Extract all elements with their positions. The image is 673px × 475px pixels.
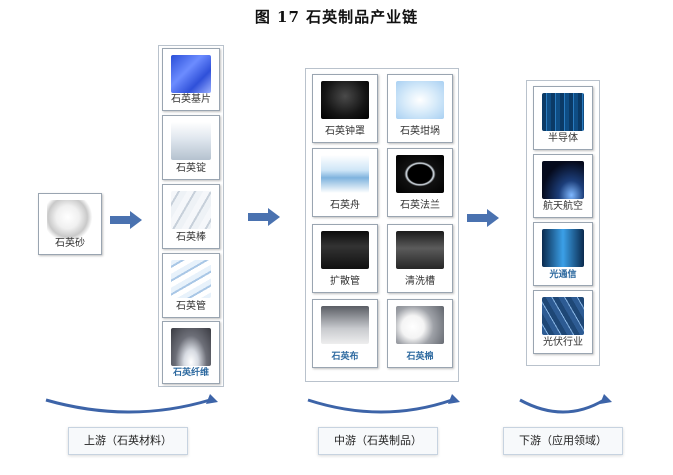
quartz-bell-jar-image	[321, 81, 369, 119]
bracket-curve	[45, 394, 218, 414]
upstream-item: 石英基片	[162, 48, 220, 111]
item-label: 石英舟	[330, 200, 360, 211]
upstream-item: 石英棒	[162, 184, 220, 249]
midstream-stage-label: 中游（石英制品）	[318, 427, 438, 455]
item-label: 石英棉	[406, 352, 434, 362]
item-label: 半导体	[548, 133, 578, 144]
diffusion-tube-image	[321, 231, 369, 269]
quartz-cloth-image	[321, 306, 369, 344]
quartz-substrate-image	[171, 55, 211, 93]
upstream-item: 石英锭	[162, 115, 220, 180]
item-label: 航天航空	[543, 201, 583, 212]
midstream-item: 扩散管	[312, 224, 378, 293]
item-label: 石英坩埚	[400, 126, 440, 137]
item-label: 光伏行业	[543, 337, 583, 348]
quartz-crucible-image	[396, 81, 444, 119]
item-label: 石英基片	[171, 94, 211, 105]
optical-communication-image	[542, 229, 584, 267]
downstream-item: 光通信	[533, 222, 593, 286]
figure-title: 图 17 石英制品产业链	[254, 8, 419, 26]
item-label: 清洗槽	[405, 276, 435, 287]
midstream-item: 石英舟	[312, 148, 378, 217]
item-label: 石英棒	[176, 232, 206, 243]
upstream-stage-label: 上游（石英材料）	[68, 427, 188, 455]
midstream-item: 石英棉	[387, 299, 453, 368]
downstream-item: 半导体	[533, 86, 593, 150]
midstream-item: 石英法兰	[387, 148, 453, 217]
quartz-sand-label: 石英砂	[55, 238, 85, 249]
bracket-curve	[519, 394, 612, 414]
midstream-item: 石英坩埚	[387, 74, 453, 143]
arrow-right-icon	[110, 211, 142, 229]
quartz-sand-image	[47, 200, 93, 238]
item-label: 光通信	[549, 270, 577, 280]
item-label: 石英布	[331, 352, 359, 362]
midstream-item: 石英钟罩	[312, 74, 378, 143]
quartz-boat-image	[321, 155, 369, 193]
upstream-item: 石英管	[162, 253, 220, 318]
item-label: 石英纤维	[172, 368, 209, 378]
item-label: 扩散管	[330, 276, 360, 287]
upstream-item: 石英纤维	[162, 321, 220, 384]
quartz-wool-image	[396, 306, 444, 344]
quartz-fiber-image	[171, 328, 211, 366]
quartz-ingot-image	[171, 122, 211, 160]
quartz-sand-card: 石英砂	[38, 193, 102, 255]
item-label: 石英法兰	[400, 200, 440, 211]
item-label: 石英管	[176, 301, 206, 312]
photovoltaic-image	[542, 297, 584, 335]
downstream-stage-label: 下游（应用领域）	[503, 427, 623, 455]
downstream-item: 光伏行业	[533, 290, 593, 354]
quartz-rod-image	[171, 191, 211, 229]
midstream-item: 石英布	[312, 299, 378, 368]
arrow-right-icon	[467, 209, 499, 227]
midstream-item: 清洗槽	[387, 224, 453, 293]
item-label: 石英钟罩	[325, 126, 365, 137]
quartz-flange-image	[396, 155, 444, 193]
quartz-tube-image	[171, 260, 211, 298]
downstream-item: 航天航空	[533, 154, 593, 218]
arrow-right-icon	[248, 208, 280, 226]
item-label: 石英锭	[176, 163, 206, 174]
bracket-curve	[307, 394, 460, 414]
cleaning-tank-image	[396, 231, 444, 269]
aerospace-image	[542, 161, 584, 199]
semiconductor-image	[542, 93, 584, 131]
